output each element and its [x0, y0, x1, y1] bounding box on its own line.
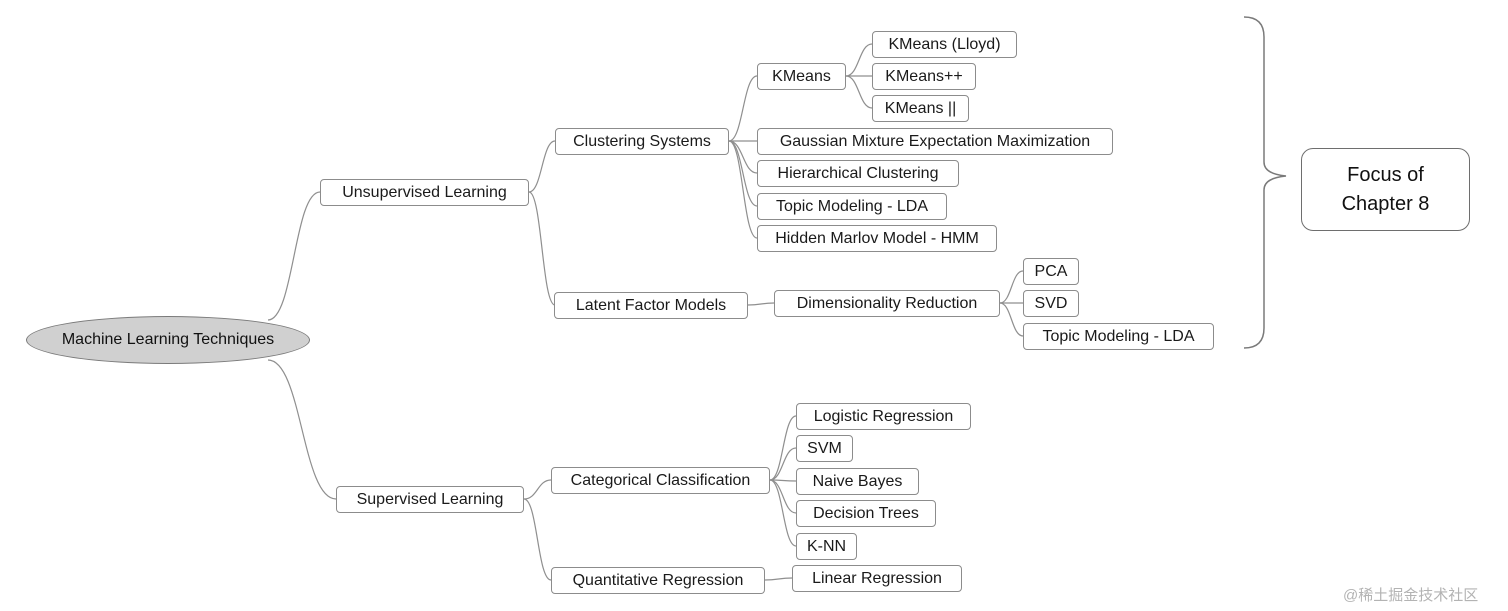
node-decision-trees[interactable]: Decision Trees [796, 500, 936, 527]
connector-supervised-1 [523, 498, 552, 581]
connector-dimred-2 [999, 302, 1024, 337]
connector-categorical-3 [769, 479, 797, 514]
group-clustering-systems[interactable]: Clustering Systems [555, 128, 729, 155]
focus-line-1: Focus of [1347, 163, 1424, 186]
group-latent-factor-models[interactable]: Latent Factor Models [554, 292, 748, 319]
branch-unsupervised-learning[interactable]: Unsupervised Learning [320, 179, 529, 206]
connector-supervised-0 [523, 479, 552, 500]
node-hidden-markov-model[interactable]: Hidden Marlov Model - HMM [757, 225, 997, 252]
connector-categorical-1 [769, 447, 797, 481]
focus-of-chapter-callout: Focus of Chapter 8 [1301, 148, 1470, 231]
node-pca[interactable]: PCA [1023, 258, 1079, 285]
node-kmeans-lloyd[interactable]: KMeans (Lloyd) [872, 31, 1017, 58]
connector-kmeans-2 [845, 75, 873, 109]
connector-unsupervised-0 [528, 140, 556, 193]
connector-clustering-0 [728, 75, 758, 142]
connector-dimred-0 [999, 270, 1024, 304]
node-hierarchical-clustering[interactable]: Hierarchical Clustering [757, 160, 959, 187]
connector-categorical-4 [769, 479, 797, 547]
node-kmeans[interactable]: KMeans [757, 63, 846, 90]
connector-clustering-2 [728, 140, 758, 174]
node-kmeans-plusplus[interactable]: KMeans++ [872, 63, 976, 90]
connector-root-unsupervised [267, 191, 321, 321]
connector-unsupervised-1 [528, 191, 556, 306]
watermark-text: @稀土掘金技术社区 [1343, 587, 1479, 604]
node-topic-modeling-lda-dimred[interactable]: Topic Modeling - LDA [1023, 323, 1214, 350]
root-node-machine-learning-techniques[interactable]: Machine Learning Techniques [26, 316, 310, 364]
connector-categorical-0 [769, 415, 797, 481]
focus-line-2: Chapter 8 [1341, 192, 1430, 215]
group-quantitative-regression[interactable]: Quantitative Regression [551, 567, 765, 594]
group-categorical-classification[interactable]: Categorical Classification [551, 467, 770, 494]
node-naive-bayes[interactable]: Naive Bayes [796, 468, 919, 495]
connector-latent-dimred [747, 302, 775, 306]
connector-clustering-3 [728, 140, 758, 207]
node-linear-regression[interactable]: Linear Regression [792, 565, 962, 592]
branch-supervised-learning[interactable]: Supervised Learning [336, 486, 524, 513]
node-svd[interactable]: SVD [1023, 290, 1079, 317]
node-svm[interactable]: SVM [796, 435, 853, 462]
node-topic-modeling-lda-clustering[interactable]: Topic Modeling - LDA [757, 193, 947, 220]
node-dimensionality-reduction[interactable]: Dimensionality Reduction [774, 290, 1000, 317]
chapter-bracket [1243, 16, 1287, 349]
node-gaussian-mixture-em[interactable]: Gaussian Mixture Expectation Maximizatio… [757, 128, 1113, 155]
node-kmeans-parallel[interactable]: KMeans || [872, 95, 969, 122]
node-logistic-regression[interactable]: Logistic Regression [796, 403, 971, 430]
connector-quantitative-linear [764, 577, 793, 581]
node-knn[interactable]: K-NN [796, 533, 857, 560]
connector-clustering-4 [728, 140, 758, 239]
connector-root-supervised [267, 359, 337, 500]
connector-kmeans-0 [845, 43, 873, 77]
